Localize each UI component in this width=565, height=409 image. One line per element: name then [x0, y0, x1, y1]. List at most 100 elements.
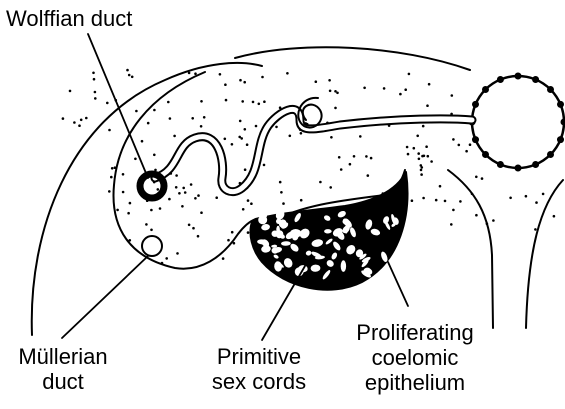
- stipple-dot: [300, 132, 303, 135]
- stipple-dot: [275, 126, 278, 129]
- wolffian-duct-label: Wolffian duct: [6, 6, 132, 31]
- stipple-dot: [458, 144, 461, 147]
- stipple-dot: [258, 103, 261, 106]
- stipple-dot: [244, 168, 247, 171]
- stipple-dot: [238, 136, 241, 139]
- stipple-dot: [225, 99, 228, 102]
- endothelial-nucleus: [532, 76, 539, 83]
- stipple-dot: [406, 146, 409, 149]
- stipple-dot: [535, 201, 538, 204]
- stipple-dot: [428, 83, 431, 86]
- stipple-dot: [363, 87, 366, 90]
- mullerian-duct-label: Müllerian duct: [8, 344, 118, 394]
- stipple-dot: [222, 257, 225, 260]
- stipple-dot: [329, 90, 332, 93]
- endothelial-nucleus: [472, 101, 479, 108]
- stipple-dot: [247, 199, 250, 202]
- endothelial-nucleus: [497, 161, 504, 168]
- stipple-dot: [425, 145, 428, 148]
- stipple-dot: [465, 150, 468, 153]
- stipple-dot: [534, 228, 537, 231]
- stipple-dot: [315, 80, 318, 83]
- epithelium-label-line3: epithelium: [340, 370, 490, 395]
- mullerian-duct-label-line2: duct: [8, 369, 118, 394]
- aorta-endothelial-nuclei: [469, 73, 565, 172]
- stipple-dot: [200, 125, 203, 128]
- stipple-dot: [157, 188, 160, 191]
- stipple-dot: [188, 224, 191, 227]
- stipple-dot: [73, 121, 76, 124]
- endothelial-nucleus: [532, 161, 539, 168]
- stipple-dot: [197, 235, 200, 238]
- stipple-dot: [191, 117, 194, 120]
- sex-cord-blob: [341, 260, 346, 272]
- stipple-dot: [239, 79, 242, 82]
- stipple-dot: [427, 155, 430, 158]
- stipple-dot: [338, 156, 341, 159]
- stipple-dot: [246, 143, 249, 146]
- stipple-dot: [150, 229, 153, 232]
- mullerian-duct-label-line1: Müllerian: [8, 344, 118, 369]
- stipple-dot: [420, 173, 423, 176]
- stipple-dot: [286, 72, 289, 75]
- stipple-dot: [181, 205, 184, 208]
- mesentery-left: [448, 170, 493, 328]
- stipple-dot: [129, 202, 132, 205]
- stipple-dot: [200, 211, 203, 214]
- stipple-dot: [407, 153, 410, 156]
- stipple-dot: [289, 135, 292, 138]
- endothelial-nucleus: [472, 136, 479, 143]
- stipple-dot: [135, 110, 138, 113]
- posterior-wall-outline: [235, 47, 470, 70]
- stipple-dot: [280, 191, 283, 194]
- stipple-dot: [184, 191, 187, 194]
- stipple-dot: [416, 135, 419, 138]
- stipple-dot: [509, 197, 512, 200]
- primitive-sex-cords-label: Primitive sex cords: [200, 344, 318, 394]
- sex-cords-label-line2: sex cords: [200, 369, 318, 394]
- stipple-dot: [182, 187, 185, 190]
- stipple-dot: [224, 138, 227, 141]
- stipple-dot: [219, 73, 222, 76]
- stipple-dot: [459, 200, 462, 203]
- stipple-dot: [92, 72, 95, 75]
- stipple-dot: [241, 100, 244, 103]
- endothelial-nucleus: [557, 101, 564, 108]
- mesonephric-ridge-outline: [114, 72, 272, 269]
- stipple-dot: [243, 81, 246, 84]
- epithelium-label-line1: Proliferating: [340, 320, 490, 345]
- stipple-dot: [62, 117, 65, 120]
- stipple-dot: [231, 143, 234, 146]
- stipple-dot: [131, 76, 134, 79]
- stipple-dot: [418, 158, 421, 161]
- stipple-dot: [126, 69, 129, 72]
- stipple-dot: [175, 174, 178, 177]
- mesentery-right: [526, 180, 563, 328]
- stipple-dot: [110, 176, 113, 179]
- stipple-dot: [215, 196, 218, 199]
- stipple-dot: [85, 117, 88, 120]
- stipple-dot: [224, 83, 227, 86]
- stipple-dot: [334, 107, 337, 110]
- stipple-dot: [261, 76, 264, 79]
- stipple-dot: [413, 147, 416, 150]
- stipple-dot: [197, 194, 200, 197]
- stipple-dot: [444, 200, 447, 203]
- stipple-dot: [108, 129, 111, 132]
- stipple-dot: [134, 158, 137, 161]
- endothelial-nucleus: [547, 151, 554, 158]
- stipple-dot: [80, 119, 83, 122]
- stipple-dot: [255, 125, 258, 128]
- stipple-dot: [263, 100, 266, 103]
- stipple-dot: [167, 101, 170, 104]
- stipple-dot: [203, 116, 206, 119]
- stipple-dot: [176, 252, 179, 255]
- proliferating-epithelium-label: Proliferating coelomic epithelium: [340, 320, 490, 395]
- stipple-dot: [247, 231, 250, 234]
- stipple-dot: [525, 195, 528, 198]
- stipple-dot: [475, 176, 478, 179]
- stipple-dot: [165, 257, 168, 260]
- stipple-dot: [353, 155, 356, 158]
- mesonephric-tubule: [155, 109, 472, 191]
- stipple-dot: [173, 135, 176, 138]
